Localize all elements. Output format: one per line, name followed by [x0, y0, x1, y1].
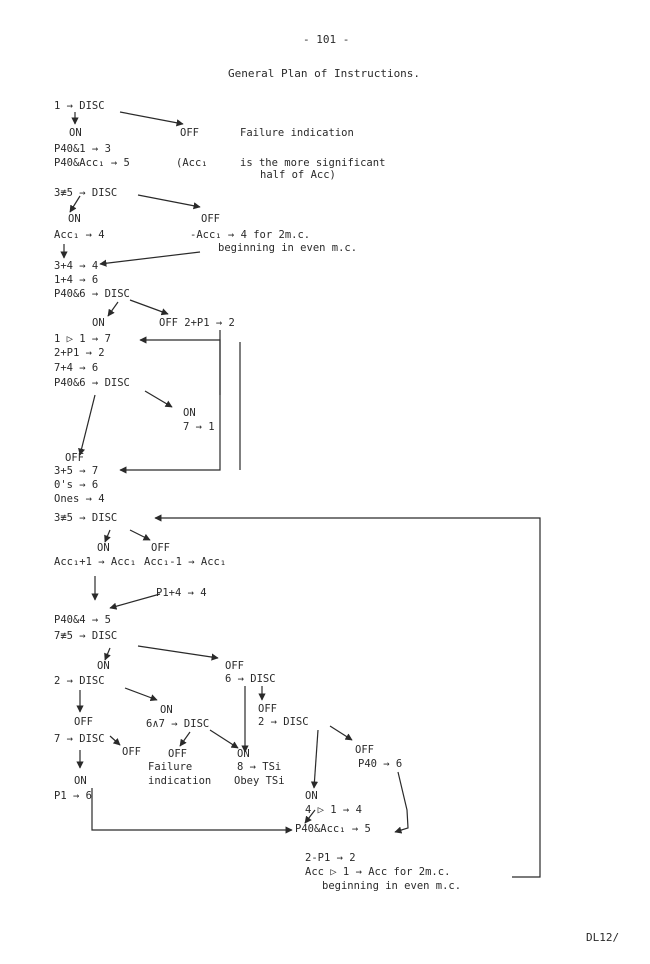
footer-ref: DL12/: [586, 931, 620, 944]
arrow-disc3-off: [129, 299, 169, 316]
label-on: ON: [69, 127, 82, 139]
step-neg-acc: -Acc₁ → 4 for 2m.c.: [190, 229, 311, 241]
arrow-p40-6-to-5: [394, 771, 409, 834]
step-p40-acc-5: P40&Acc₁ → 5: [295, 823, 371, 835]
arrow-disc3-on: [107, 301, 119, 317]
label-off: OFF: [151, 542, 170, 554]
label-on: ON: [305, 790, 318, 802]
arrow-disc10-off: [329, 725, 353, 741]
step-p1-6: P1 → 6: [54, 790, 92, 802]
label-on: ON: [160, 704, 173, 716]
label-off: OFF: [168, 748, 187, 760]
step-acc-1-acc: Acc ▷ 1 → Acc for 2m.c.: [305, 866, 451, 878]
indication-text: indication: [148, 775, 212, 787]
note-half: half of Acc): [260, 169, 336, 181]
arrow-disc5-off: [129, 529, 151, 541]
node-p40-6-disc-2: P40&6 → DISC: [54, 377, 130, 389]
label-on: ON: [237, 748, 250, 760]
arrow-disc6-on: [104, 647, 111, 661]
loop-off-to-r1: [119, 330, 221, 474]
step-acc-dec: Acc₁-1 → Acc₁: [144, 556, 227, 568]
label-on: ON: [97, 542, 110, 554]
step-p40-6: P40 → 6: [358, 758, 403, 770]
arrow-disc5-on: [104, 529, 111, 543]
node-7ne5-disc: 7≢5 → DISC: [54, 630, 118, 642]
label-off: OFF: [74, 716, 93, 728]
label-off: OFF: [180, 127, 199, 139]
failure-text: Failure: [148, 761, 193, 773]
arrow-disc4-on: [144, 390, 173, 408]
page-title: General Plan of Instructions.: [228, 67, 421, 80]
step-p40-1-3: P40&1 → 3: [54, 143, 111, 155]
step-0s-6: 0's → 6: [54, 479, 99, 491]
node-p40-6-disc: P40&6 → DISC: [54, 288, 130, 300]
node-2-disc-2: 2 → DISC: [258, 716, 309, 728]
node-3ne5-disc: 3≢5 → DISC: [54, 187, 118, 199]
note-significant: is the more significant: [240, 157, 386, 169]
step-acc-inc: Acc₁+1 → Acc₁: [54, 556, 137, 568]
node-7-disc: 7 → DISC: [54, 733, 105, 745]
step-p40-4-5: P40&4 → 5: [54, 614, 111, 626]
arrow-disc2-off: [137, 194, 201, 210]
arrow-disc6-off: [137, 645, 219, 661]
label-off: OFF: [201, 213, 220, 225]
label-on: ON: [183, 407, 196, 419]
label-off: OFF: [122, 746, 141, 758]
step-3-5-7: 3+5 → 7: [54, 465, 99, 477]
loop-on-to-r1: [139, 336, 221, 395]
step-7-1: 7 → 1: [183, 421, 215, 433]
label-on: ON: [92, 317, 105, 329]
label-on: ON: [97, 660, 110, 672]
label-off: OFF: [258, 703, 277, 715]
step-p40-acc-5: P40&Acc₁ → 5: [54, 157, 130, 169]
step-p1-4-4: P1+4 → 4: [156, 587, 207, 599]
label-off: OFF: [355, 744, 374, 756]
label-off: OFF: [65, 452, 84, 464]
step-1-4-6: 1+4 → 6: [54, 274, 99, 286]
step-2-p1-2: 2-P1 → 2: [305, 852, 356, 864]
note-even-mc-2: beginning in even m.c.: [322, 880, 462, 892]
arrow-disc2-on: [69, 195, 81, 213]
step-2p1-2: 2+P1 → 2: [54, 347, 105, 359]
arrow-p16-to-p40acc: [91, 788, 293, 834]
loop-big-return: [154, 514, 541, 878]
step-4-1-4: 4 ▷ 1 → 4: [305, 804, 362, 816]
step-1-7: 1 ▷ 1 → 7: [54, 333, 111, 345]
step-ones-4: Ones → 4: [54, 493, 105, 505]
arrow-r41-to-p40acc: [304, 809, 316, 824]
step-7-4-6: 7+4 → 6: [54, 362, 99, 374]
node-2-disc: 2 → DISC: [54, 675, 105, 687]
arrow-disc9-off: [179, 731, 191, 747]
node-6-disc: 6 → DISC: [225, 673, 276, 685]
arrow-p14: [109, 593, 161, 610]
arrow-disc9-on: [209, 729, 239, 749]
label-off-2p1: OFF 2+P1 → 2: [159, 317, 235, 329]
arrow-disc7-on: [124, 687, 158, 702]
step-3-4-4: 3+4 → 4: [54, 260, 99, 272]
page-number: - 101 -: [303, 33, 350, 46]
arrow-disc10-on: [310, 729, 319, 789]
failure-indication: Failure indication: [240, 127, 354, 139]
arrow-disc11-off: [109, 735, 121, 746]
label-on: ON: [68, 213, 81, 225]
obey-tsi: Obey TSi: [234, 775, 285, 787]
arrow-neg-to-344: [99, 251, 201, 267]
note-even-mc: beginning in even m.c.: [218, 242, 358, 254]
label-on: ON: [74, 775, 87, 787]
node-6and7-disc: 6∧7 → DISC: [146, 718, 210, 730]
step-8-tsi: 8 → TSi: [237, 761, 282, 773]
label-off: OFF: [225, 660, 244, 672]
node-3ne5-disc-2: 3≢5 → DISC: [54, 512, 118, 524]
node-1-disc: 1 → DISC: [54, 100, 105, 112]
step-acc-4: Acc₁ → 4: [54, 229, 105, 241]
arrow-disc1-off: [119, 111, 184, 127]
note-acc: (Acc₁: [176, 157, 208, 169]
arrow-disc4-off: [78, 394, 96, 456]
